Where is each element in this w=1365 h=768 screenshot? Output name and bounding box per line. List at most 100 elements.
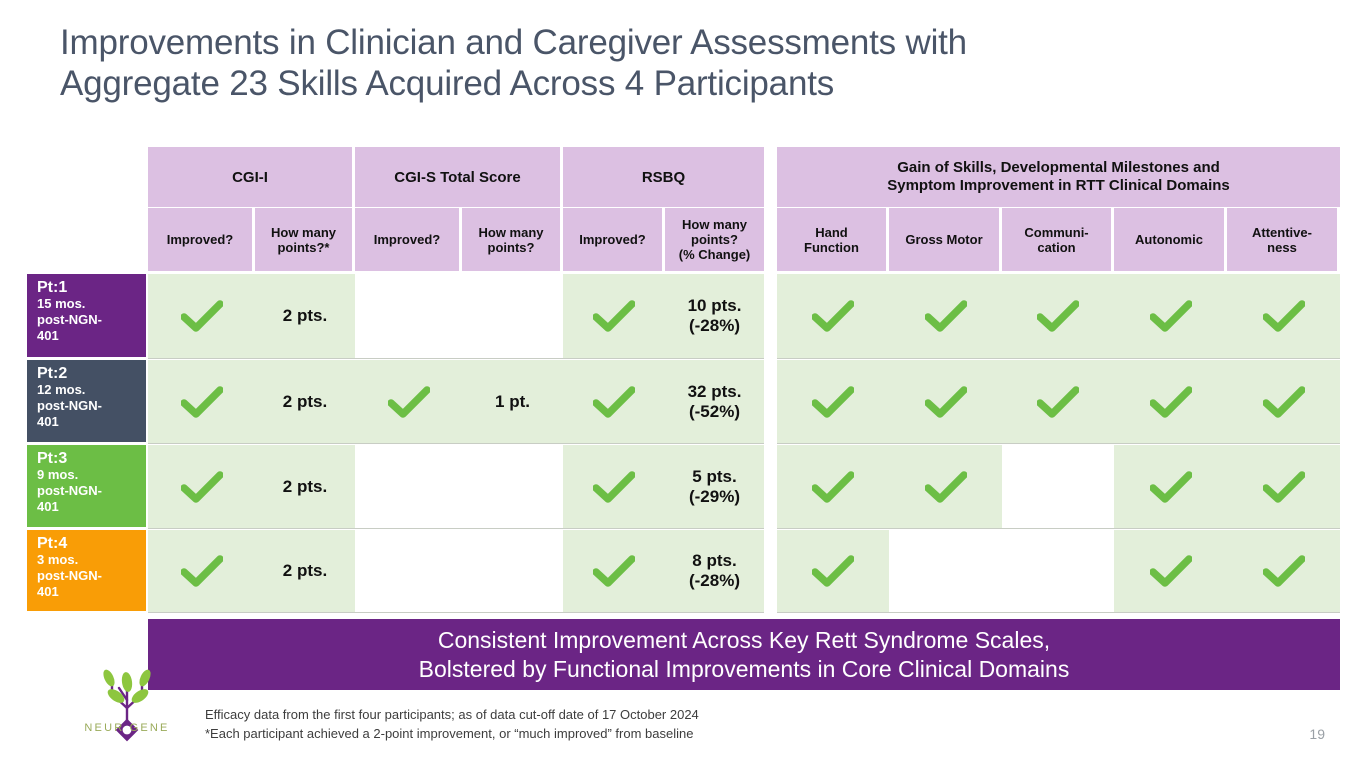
check-icon bbox=[812, 385, 854, 418]
cell-domain-3-pt1 bbox=[1114, 274, 1227, 359]
cell-cgi-s-improved-pt1 bbox=[355, 274, 462, 359]
cell-value: 2 pts. bbox=[282, 391, 328, 411]
check-icon bbox=[812, 470, 854, 503]
check-icon bbox=[1262, 300, 1305, 332]
check-icon bbox=[1262, 555, 1305, 587]
cell-cgi-i-points-pt2: 2 pts. bbox=[255, 360, 355, 444]
cell-cgi-s-points-pt3 bbox=[462, 445, 563, 529]
check-icon bbox=[180, 385, 223, 418]
subheader-domain-1: Gross Motor bbox=[889, 208, 999, 271]
cell-domain-0-pt4 bbox=[777, 530, 889, 613]
check-icon bbox=[924, 385, 967, 418]
check-icon bbox=[1037, 300, 1079, 332]
row-label-sub: 3 mos.post-NGN-401 bbox=[37, 552, 102, 599]
cell-value: 8 pts.(-28%) bbox=[688, 551, 740, 590]
cell-domain-3-pt3 bbox=[1114, 445, 1227, 529]
cell-domain-1-pt3 bbox=[889, 445, 1002, 529]
cell-cgi-i-points-pt3: 2 pts. bbox=[255, 445, 355, 529]
row-label-sub: 9 mos.post-NGN-401 bbox=[37, 467, 102, 514]
page-number: 19 bbox=[1309, 726, 1325, 742]
cell-domain-3-pt4 bbox=[1114, 530, 1227, 613]
cell-domain-1-pt4 bbox=[889, 530, 1002, 613]
row-label-id: Pt:1 bbox=[37, 279, 68, 296]
row-label-sub: 15 mos.post-NGN-401 bbox=[37, 296, 102, 343]
group-header-cgi-i: CGI-I bbox=[148, 147, 352, 207]
cell-cgi-s-improved-pt2 bbox=[355, 360, 462, 444]
cell-rsbq-improved-pt3 bbox=[563, 445, 665, 529]
cell-value: 10 pts.(-28%) bbox=[687, 296, 742, 335]
cell-domain-2-pt3 bbox=[1002, 445, 1114, 529]
footnotes: Efficacy data from the first four partic… bbox=[205, 705, 699, 743]
check-icon bbox=[593, 385, 635, 418]
cell-cgi-s-improved-pt4 bbox=[355, 530, 462, 613]
page-title-line-1: Improvements in Clinician and Caregiver … bbox=[60, 23, 967, 62]
check-icon bbox=[593, 555, 635, 587]
cell-cgi-i-points-pt4: 2 pts. bbox=[255, 530, 355, 613]
subheader-rsbq-0: Improved? bbox=[563, 208, 662, 271]
cell-cgi-i-improved-pt4 bbox=[148, 530, 255, 613]
check-icon bbox=[593, 470, 635, 503]
footnote-line-2: *Each participant achieved a 2-point imp… bbox=[205, 726, 694, 741]
check-icon bbox=[1262, 385, 1305, 418]
page-title: Improvements in Clinician and Caregiver … bbox=[60, 22, 1180, 104]
cell-domain-0-pt2 bbox=[777, 360, 889, 444]
logo-wordmark: NEUR GENE bbox=[84, 722, 170, 734]
check-icon bbox=[1149, 555, 1192, 587]
cell-rsbq-improved-pt1 bbox=[563, 274, 665, 359]
row-label-id: Pt:3 bbox=[37, 450, 68, 467]
summary-banner-line-1: Consistent Improvement Across Key Rett S… bbox=[437, 626, 1051, 653]
check-icon bbox=[1037, 385, 1079, 418]
subheader-cgi-s-total-score-0: Improved? bbox=[355, 208, 459, 271]
cell-cgi-i-points-pt1: 2 pts. bbox=[255, 274, 355, 359]
cell-cgi-i-improved-pt1 bbox=[148, 274, 255, 359]
cell-rsbq-points-pt3: 5 pts.(-29%) bbox=[665, 445, 764, 529]
cell-domain-4-pt1 bbox=[1227, 274, 1340, 359]
cell-rsbq-points-pt2: 32 pts.(-52%) bbox=[665, 360, 764, 444]
subheader-domain-4: Attentive-ness bbox=[1227, 208, 1337, 271]
page-title-line-2: Aggregate 23 Skills Acquired Across 4 Pa… bbox=[60, 64, 835, 103]
check-icon bbox=[593, 300, 635, 332]
cell-value: 2 pts. bbox=[282, 476, 328, 496]
summary-banner-line-2: Bolstered by Functional Improvements in … bbox=[418, 655, 1070, 682]
cell-rsbq-improved-pt4 bbox=[563, 530, 665, 613]
cell-rsbq-improved-pt2 bbox=[563, 360, 665, 444]
check-icon bbox=[1149, 385, 1192, 418]
cell-domain-4-pt2 bbox=[1227, 360, 1340, 444]
summary-banner: Consistent Improvement Across Key Rett S… bbox=[148, 619, 1340, 690]
cell-domain-1-pt1 bbox=[889, 274, 1002, 359]
cell-value: 5 pts.(-29%) bbox=[688, 466, 740, 506]
cell-value: 2 pts. bbox=[282, 306, 328, 325]
subheader-domain-3: Autonomic bbox=[1114, 208, 1224, 271]
cell-value: 32 pts.(-52%) bbox=[687, 381, 742, 421]
cell-domain-2-pt4 bbox=[1002, 530, 1114, 613]
cell-domain-1-pt2 bbox=[889, 360, 1002, 444]
cell-cgi-i-improved-pt2 bbox=[148, 360, 255, 444]
group-header-rsbq: RSBQ bbox=[563, 147, 764, 207]
row-label-id: Pt:2 bbox=[37, 365, 68, 382]
check-icon bbox=[1262, 470, 1305, 503]
cell-cgi-s-points-pt2: 1 pt. bbox=[462, 360, 563, 444]
cell-rsbq-points-pt1: 10 pts.(-28%) bbox=[665, 274, 764, 359]
cell-domain-0-pt1 bbox=[777, 274, 889, 359]
neurogene-logo bbox=[62, 660, 192, 744]
check-icon bbox=[180, 300, 223, 332]
subheader-cgi-i-0: Improved? bbox=[148, 208, 252, 271]
check-icon bbox=[1149, 470, 1192, 503]
check-icon bbox=[387, 385, 430, 418]
row-label-sub: 12 mos.post-NGN-401 bbox=[37, 382, 102, 429]
group-header-clinical-domains: Gain of Skills, Developmental Milestones… bbox=[777, 147, 1340, 207]
cell-domain-4-pt3 bbox=[1227, 445, 1340, 529]
cell-domain-2-pt2 bbox=[1002, 360, 1114, 444]
cell-domain-4-pt4 bbox=[1227, 530, 1340, 613]
cell-value: 1 pt. bbox=[495, 391, 530, 411]
footnote-line-1: Efficacy data from the first four partic… bbox=[205, 707, 699, 722]
cell-cgi-s-points-pt4 bbox=[462, 530, 563, 613]
cell-value: 2 pts. bbox=[282, 561, 328, 580]
